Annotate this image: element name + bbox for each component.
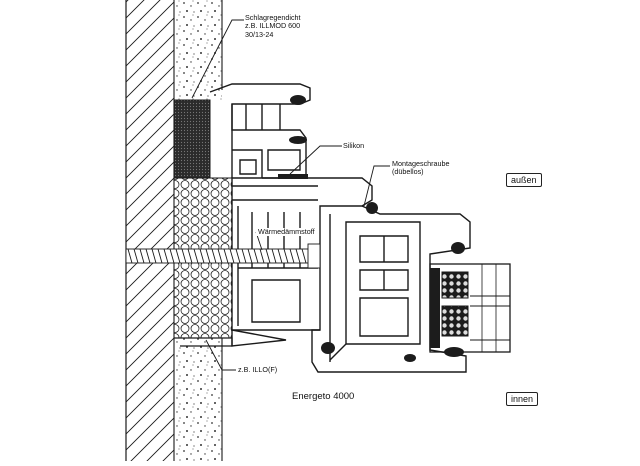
inside-tag: innen bbox=[506, 392, 539, 407]
gaskets bbox=[278, 95, 465, 362]
screw-label: Montageschraube (dübellos) bbox=[392, 159, 450, 177]
interior-tape bbox=[174, 337, 233, 347]
glazing-unit bbox=[429, 263, 511, 353]
outer-frame-profile bbox=[209, 83, 373, 347]
screw-label-line2: (dübellos) bbox=[392, 167, 424, 177]
insulation-label: Wärmedämmstoff bbox=[256, 227, 317, 237]
outside-tag: außen bbox=[506, 173, 542, 188]
silicone-label: Silikon bbox=[343, 141, 365, 150]
product-title: Energeto 4000 bbox=[292, 391, 355, 402]
rain-seal-tape bbox=[173, 99, 211, 179]
masonry-wall bbox=[125, 0, 174, 461]
plaster-layer bbox=[173, 0, 223, 461]
screw-label-line1: Montageschraube bbox=[392, 159, 450, 168]
seal-label: Schlagregendicht z.B. ILLMOD 600 30/13-2… bbox=[245, 13, 301, 39]
seal-label-line3: 30/13-24 bbox=[245, 29, 274, 39]
seal-label-line2: z.B. ILLMOD 600 bbox=[245, 21, 301, 31]
tape-label: z.B. ILLO(F) bbox=[238, 365, 278, 374]
mounting-screw bbox=[125, 243, 321, 269]
seal-label-line1: Schlagregendicht bbox=[245, 13, 301, 22]
